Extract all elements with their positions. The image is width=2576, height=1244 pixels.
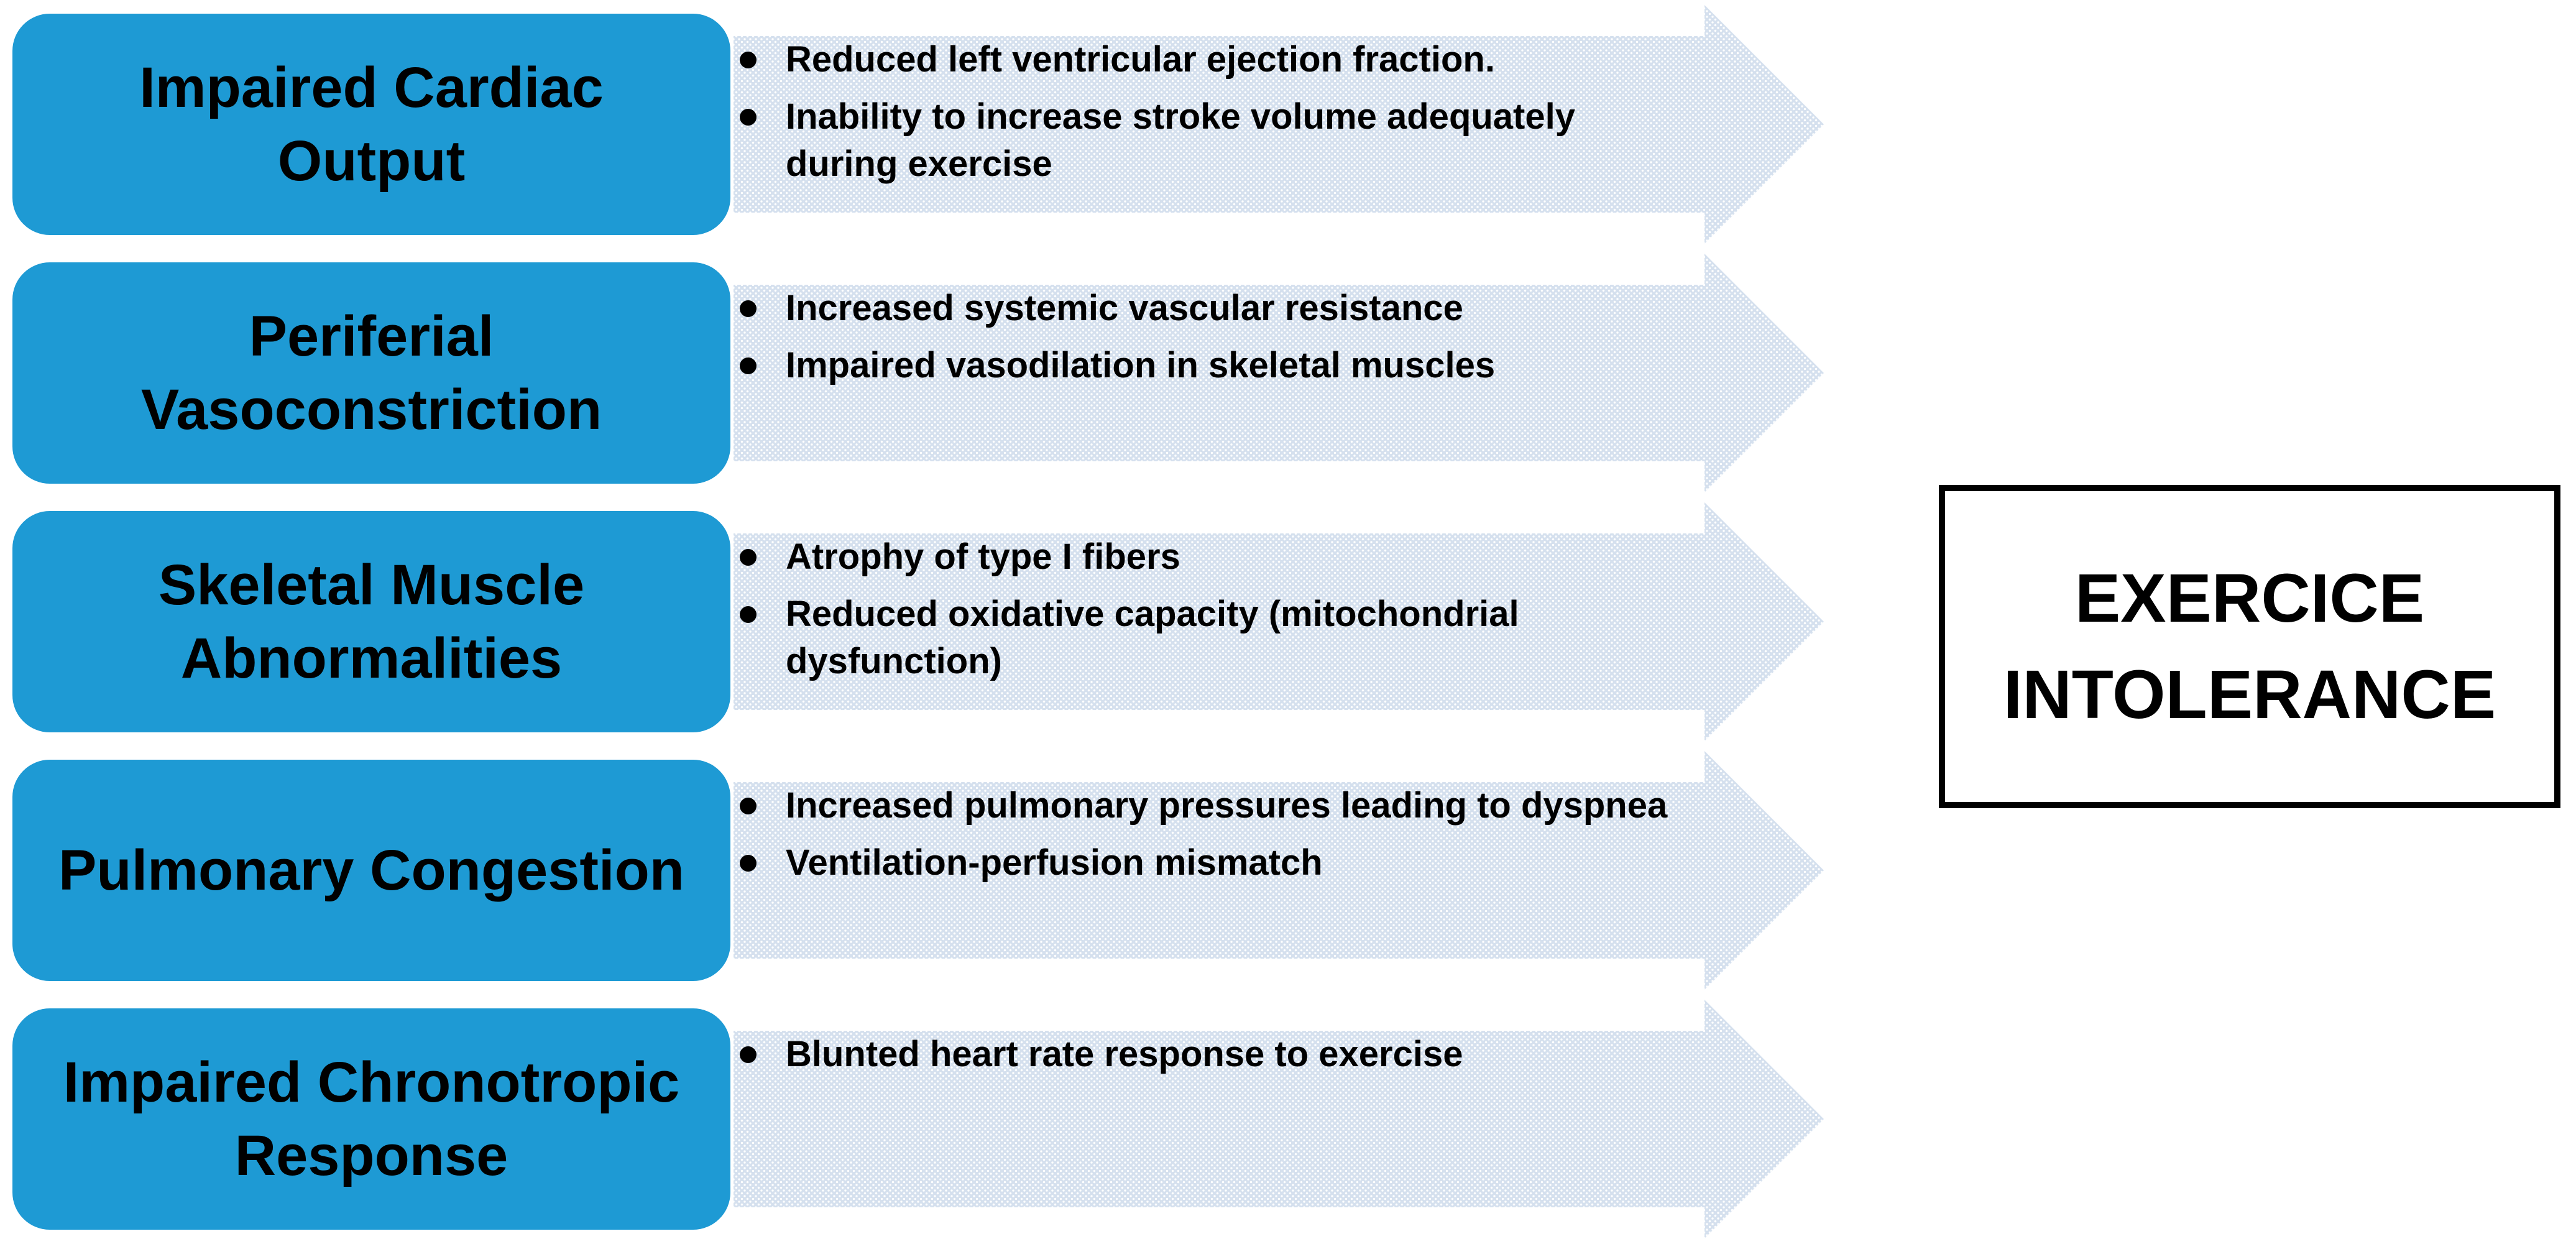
bullet-text: Increased systemic vascular resistance (786, 288, 1463, 328)
bullet-list: Increased pulmonary pressures leading to… (740, 782, 1678, 896)
cause-box-label: Skeletal Muscle Abnormalities (158, 553, 585, 690)
bullet-dot-icon (740, 52, 757, 68)
bullet-dot-icon (740, 798, 757, 814)
bullet-text: Reduced oxidative capacity (mitochondria… (786, 594, 1519, 681)
diagram-row: Impaired Cardiac Output Reduced left ven… (0, 0, 2576, 249)
bullet-item: Impaired vasodilation in skeletal muscle… (740, 342, 1678, 389)
bullet-item: Increased systemic vascular resistance (740, 285, 1678, 332)
cause-box-label: Impaired Cardiac Output (139, 56, 604, 193)
right-arrow-shape: Blunted heart rate response to exercise (734, 1000, 1824, 1238)
cause-box: Pulmonary Congestion (12, 760, 730, 981)
diagram-row: Skeletal Muscle Abnormalities Atrophy of… (0, 497, 2576, 746)
cause-box-label: Impaired Chronotropic Response (63, 1051, 680, 1187)
diagram-row: Impaired Chronotropic Response Blunted h… (0, 995, 2576, 1243)
bullet-list: Blunted heart rate response to exercise (740, 1031, 1678, 1088)
cause-box: Impaired Cardiac Output (12, 14, 730, 235)
bullet-dot-icon (740, 606, 757, 623)
cause-box-label: Pulmonary Congestion (58, 839, 684, 902)
bullet-text: Blunted heart rate response to exercise (786, 1034, 1463, 1074)
cause-box: Impaired Chronotropic Response (12, 1008, 730, 1230)
bullet-text: Reduced left ventricular ejection fracti… (786, 39, 1495, 80)
right-arrow-shape: Reduced left ventricular ejection fracti… (734, 5, 1824, 244)
cause-box-label: Periferial Vasoconstriction (140, 305, 602, 441)
bullet-text: Increased pulmonary pressures leading to… (786, 785, 1668, 826)
cause-box: Skeletal Muscle Abnormalities (12, 511, 730, 732)
bullet-item: Ventilation-perfusion mismatch (740, 839, 1678, 887)
diagram-row: Pulmonary Congestion Increased pulmonary… (0, 746, 2576, 995)
bullet-dot-icon (740, 109, 757, 126)
diagram-row: Periferial Vasoconstriction Increased sy… (0, 249, 2576, 497)
bullet-list: Reduced left ventricular ejection fracti… (740, 36, 1678, 198)
bullet-dot-icon (740, 855, 757, 872)
outcome-label: EXERCICE INTOLERANCE (2003, 560, 2496, 733)
bullet-item: Blunted heart rate response to exercise (740, 1031, 1678, 1078)
bullet-dot-icon (740, 549, 757, 566)
bullet-dot-icon (740, 1046, 757, 1063)
bullet-item: Atrophy of type I fibers (740, 533, 1678, 581)
bullet-text: Inability to increase stroke volume adeq… (786, 96, 1575, 184)
bullet-item: Reduced oxidative capacity (mitochondria… (740, 591, 1678, 685)
cause-box: Periferial Vasoconstriction (12, 262, 730, 484)
bullet-item: Inability to increase stroke volume adeq… (740, 93, 1678, 188)
bullet-dot-icon (740, 357, 757, 374)
bullet-text: Atrophy of type I fibers (786, 537, 1180, 577)
right-arrow-shape: Increased pulmonary pressures leading to… (734, 751, 1824, 990)
bullet-item: Reduced left ventricular ejection fracti… (740, 36, 1678, 83)
bullet-dot-icon (740, 300, 757, 317)
bullet-text: Impaired vasodilation in skeletal muscle… (786, 345, 1496, 385)
outcome-box: EXERCICE INTOLERANCE (1939, 485, 2560, 808)
bullet-text: Ventilation-perfusion mismatch (786, 842, 1323, 883)
bullet-item: Increased pulmonary pressures leading to… (740, 782, 1678, 829)
